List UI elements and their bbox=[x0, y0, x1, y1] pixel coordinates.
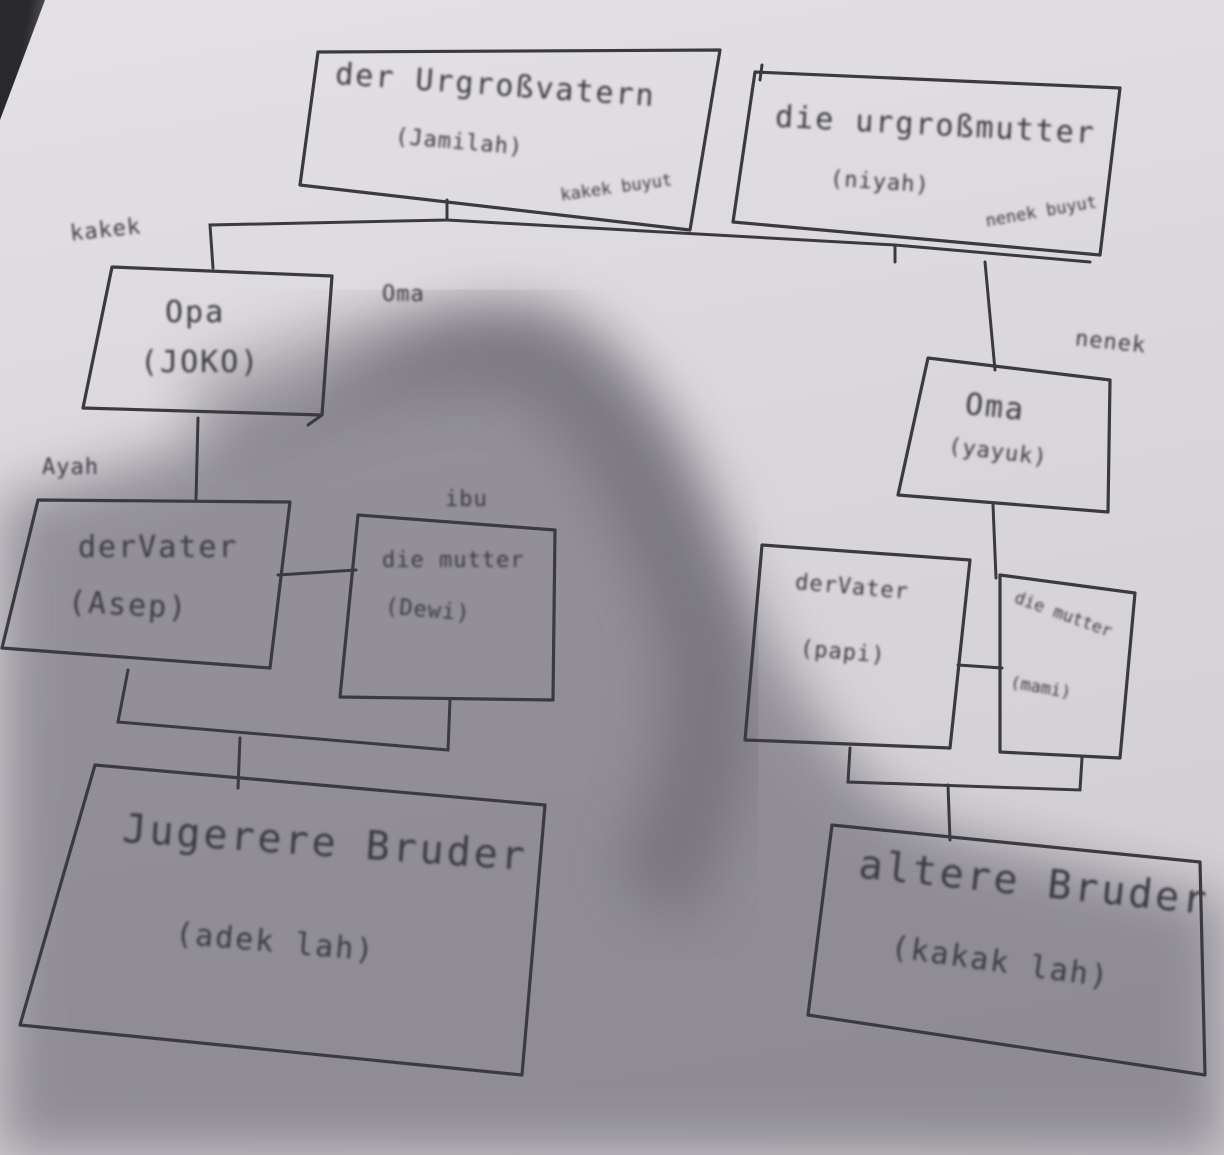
box-mutter-left bbox=[338, 513, 557, 702]
label-mutter-left: die mutter bbox=[382, 548, 525, 573]
box-oma bbox=[896, 356, 1112, 514]
note-ibu: ibu bbox=[445, 487, 488, 512]
connector-great-grandparents bbox=[208, 198, 449, 270]
box-aeltere-bruder bbox=[806, 823, 1207, 1077]
connector-urgross-right-tick bbox=[758, 63, 764, 82]
label-opa: Opa bbox=[165, 295, 226, 330]
note-ayah: Ayah bbox=[42, 455, 99, 480]
box-mutter-right bbox=[998, 573, 1137, 760]
box-opa bbox=[81, 265, 334, 417]
box-juengere-bruder bbox=[18, 763, 547, 1077]
box-vater-right bbox=[743, 543, 972, 750]
connector-oma-right bbox=[991, 503, 998, 580]
connector-opa-tail bbox=[306, 413, 324, 427]
box-vater-left bbox=[0, 498, 292, 670]
label-opa-name: (JOKO) bbox=[140, 345, 261, 380]
connector-right-parents-child bbox=[846, 746, 1084, 792]
connector-opa-vater bbox=[194, 416, 200, 502]
box-urgrossvater bbox=[298, 48, 722, 232]
connector-left-child bbox=[236, 736, 242, 790]
connector-vater-mutter-right bbox=[956, 663, 1004, 670]
connector-to-oma bbox=[983, 260, 997, 372]
connector-vater-mutter-left bbox=[276, 568, 358, 577]
label-oma: Oma bbox=[963, 386, 1027, 429]
note-oma-top: Oma bbox=[382, 282, 425, 307]
label-vater-left-name: (Asep) bbox=[67, 584, 190, 627]
connector-left-parents-child bbox=[116, 668, 452, 752]
box-urgrossmutter bbox=[731, 70, 1122, 257]
label-vater-left: derVater bbox=[78, 530, 239, 565]
connector-right-child bbox=[946, 783, 952, 842]
